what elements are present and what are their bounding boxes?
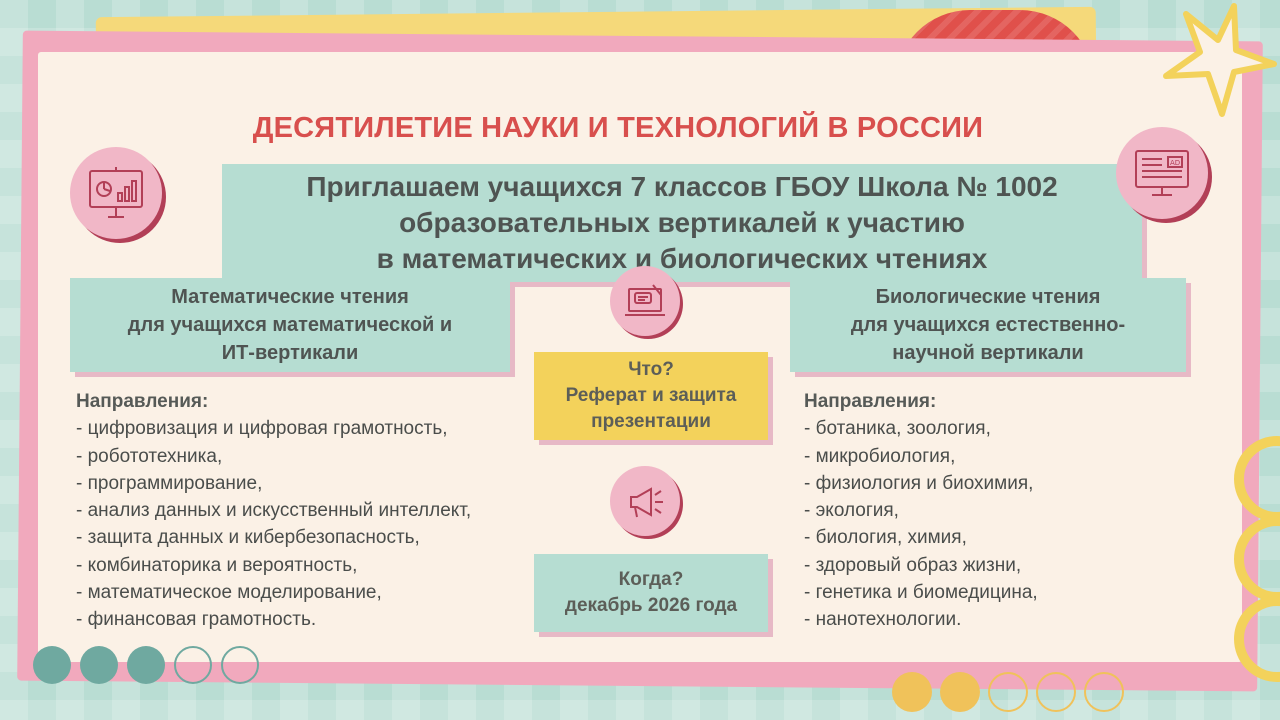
presentation-chart-icon	[70, 147, 162, 239]
decor-dot	[1036, 672, 1076, 712]
when-question: Когда?	[618, 569, 684, 590]
star-icon	[1163, 3, 1277, 117]
list-item: - здоровый образ жизни,	[804, 554, 1022, 576]
decor-dot	[988, 672, 1028, 712]
list-item: - ботаника, зоология,	[804, 418, 991, 440]
list-item: - цифровизация и цифровая грамотность,	[76, 418, 448, 440]
decor-ring	[1234, 596, 1280, 682]
decor-dot	[221, 646, 259, 684]
list-item: - экология,	[804, 500, 899, 522]
list-item: - математическое моделирование,	[76, 582, 382, 604]
list-item: - программирование,	[76, 472, 263, 494]
megaphone-icon	[610, 466, 680, 536]
bio-directions-list: Направления: - ботаника, зоология, - мик…	[804, 388, 1038, 634]
list-item: - нанотехнологии.	[804, 609, 962, 631]
invitation-banner: Приглашаем учащихся 7 классов ГБОУ Школа…	[222, 164, 1142, 282]
list-item: - микробиология,	[804, 445, 956, 467]
decor-dot	[940, 672, 980, 712]
when-box: Когда? декабрь 2026 года	[534, 554, 768, 632]
decor-ring	[1234, 516, 1280, 602]
banner-line-2: образовательных вертикалей к участию	[399, 207, 965, 238]
list-item: - финансовая грамотность.	[76, 609, 317, 631]
decor-dot	[80, 646, 118, 684]
banner-line-3: в математических и биологических чтениях	[376, 243, 988, 274]
decor-ring	[1234, 436, 1280, 522]
list-item: - биология, химия,	[804, 527, 967, 549]
math-heading-line-2: для учащихся математической и	[127, 314, 453, 336]
list-item: - комбинаторика и вероятность,	[76, 554, 358, 576]
what-box: Что? Реферат и защита презентации	[534, 352, 768, 440]
monitor-ad-icon: AD	[1116, 127, 1208, 219]
math-heading-line-3: ИТ-вертикали	[221, 342, 359, 364]
list-item: - анализ данных и искусственный интеллек…	[76, 500, 472, 522]
list-item: - робототехника,	[76, 445, 223, 467]
bio-readings-heading: Биологические чтения для учащихся естест…	[790, 278, 1186, 372]
bio-heading-line-2: для учащихся естественно-	[850, 314, 1126, 336]
list-item: - защита данных и кибербезопасность,	[76, 527, 420, 549]
slide-card: ДЕСЯТИЛЕТИЕ НАУКИ И ТЕХНОЛОГИЙ В РОССИИ …	[38, 52, 1242, 662]
decor-dot	[1084, 672, 1124, 712]
what-answer-line-1: Реферат и защита	[565, 385, 737, 406]
what-question: Что?	[628, 359, 674, 380]
decor-dot	[892, 672, 932, 712]
bio-directions-label: Направления:	[804, 391, 937, 412]
math-readings-heading: Математические чтения для учащихся матем…	[70, 278, 510, 372]
banner-line-1: Приглашаем учащихся 7 классов ГБОУ Школа…	[306, 171, 1058, 202]
page-title: ДЕСЯТИЛЕТИЕ НАУКИ И ТЕХНОЛОГИЙ В РОССИИ	[252, 112, 984, 144]
math-directions-list: Направления: - цифровизация и цифровая г…	[76, 388, 471, 634]
decor-dot	[127, 646, 165, 684]
math-heading-line-1: Математические чтения	[171, 286, 409, 308]
bio-heading-line-3: научной вертикали	[892, 342, 1084, 364]
what-answer-line-2: презентации	[591, 411, 711, 432]
bio-heading-line-1: Биологические чтения	[875, 286, 1101, 308]
laptop-chat-icon	[610, 266, 680, 336]
decor-dot	[174, 646, 212, 684]
when-answer: декабрь 2026 года	[564, 595, 738, 616]
list-item: - физиология и биохимия,	[804, 472, 1034, 494]
decor-dot	[33, 646, 71, 684]
math-directions-label: Направления:	[76, 391, 209, 412]
svg-text:AD: AD	[1170, 159, 1180, 167]
list-item: - генетика и биомедицина,	[804, 582, 1038, 604]
